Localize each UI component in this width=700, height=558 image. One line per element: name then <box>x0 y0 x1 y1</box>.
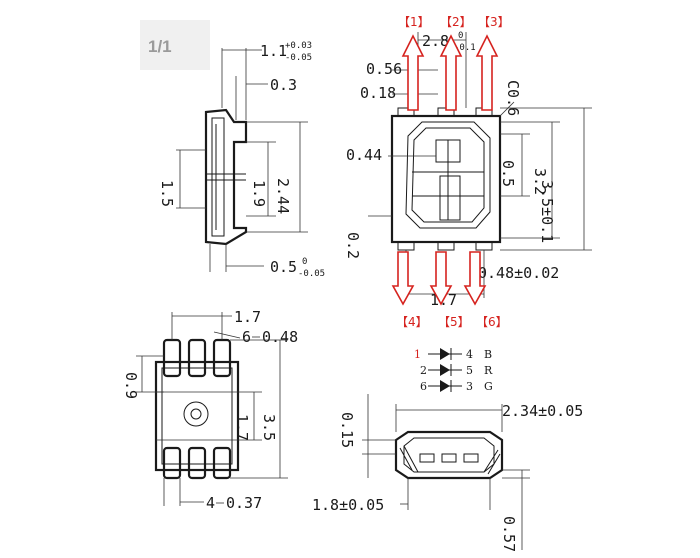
pin-arrow-up <box>475 34 499 111</box>
pin-label-4: 【4】 <box>396 315 428 329</box>
bottom-pad-length: 0.9 <box>122 372 140 399</box>
top-view-lens <box>405 121 491 229</box>
pin-arrow-down <box>463 251 487 306</box>
pin-label-3: 【3】 <box>478 15 510 29</box>
top-center-width: 0.5 <box>499 160 517 187</box>
diode-icon <box>440 348 450 360</box>
pin-arrow-up <box>439 34 463 111</box>
front-view-body <box>394 430 504 480</box>
top-view: 2.8 0 -0.1 0.56 0.18 C0.6 0.44 0.5 3.2 3… <box>344 15 592 329</box>
pin-arrow-up <box>401 34 425 111</box>
bottom-pad-width: 0.37 <box>226 494 262 512</box>
side-base-tol-minus: -0.05 <box>298 269 325 279</box>
side-view-inner <box>211 117 225 237</box>
bottom-spacing-prefix: 6 <box>242 328 251 346</box>
bottom-pad-pitch: 1.7 <box>234 308 261 326</box>
pin-label-2: 【2】 <box>440 15 472 29</box>
top-width-dim: 2.8 <box>422 32 449 50</box>
front-view: 2.34±0.05 0.15 1.8±0.05 0.57 <box>312 394 583 552</box>
top-pin-gap: 0.18 <box>360 84 396 102</box>
schematic-left-pin: 6 <box>420 380 427 393</box>
front-lens-height: 0.15 <box>338 412 356 448</box>
bottom-pad <box>187 338 207 378</box>
diode-icon <box>440 380 450 392</box>
front-total-height: 0.57 <box>500 516 518 552</box>
side-base-dim: 0.5 <box>270 258 297 276</box>
schematic-color: R <box>484 364 493 377</box>
side-view-body <box>204 108 248 246</box>
schematic-color: G <box>484 380 493 393</box>
side-top-dim: 1.1 <box>260 42 287 60</box>
side-top-tol-plus: +0.03 <box>285 41 312 51</box>
bottom-pad <box>162 446 182 480</box>
top-bottom-edge: 0.2 <box>344 232 362 259</box>
front-base-width: 1.8±0.05 <box>312 496 384 514</box>
schematic-row-3: 6 3 G <box>420 380 493 393</box>
schematic-left-pin: 2 <box>420 364 427 377</box>
top-pad-width: 0.48±0.02 <box>478 264 559 282</box>
pin-pad <box>475 241 493 251</box>
bottom-pad <box>212 338 232 378</box>
schematic-right-pin: 3 <box>466 380 473 393</box>
schematic-right-pin: 5 <box>466 364 473 377</box>
pin-pad <box>437 241 455 251</box>
schematic-row-1: 1 4 B <box>414 348 492 361</box>
bottom-total-length: 3.5 <box>260 414 278 441</box>
bottom-view: 1.7 6 0.48 0.9 1.7 3.5 4 0.37 <box>122 308 298 512</box>
schematic-right-pin: 4 <box>466 348 473 361</box>
pin-label-1: 【1】 <box>398 15 430 29</box>
bottom-width-prefix: 4 <box>206 494 215 512</box>
bottom-pad <box>187 446 207 480</box>
side-pad-span: 1.9 <box>250 180 268 207</box>
top-inner-pad: 0.44 <box>346 146 382 164</box>
schematic-left-pin: 1 <box>414 348 421 361</box>
bottom-pad <box>162 338 182 378</box>
bottom-pad <box>212 446 232 480</box>
schematic-color: B <box>484 348 492 361</box>
diode-icon <box>440 364 450 376</box>
top-width-tol-minus: -0.1 <box>454 43 476 53</box>
side-pad-gap: 1.5 <box>158 180 176 207</box>
bottom-pad-inner: 1.7 <box>233 414 251 441</box>
bottom-thermal-pad <box>183 401 209 427</box>
top-width-tol-plus: 0 <box>458 31 463 41</box>
pin-pad <box>397 107 415 117</box>
pin-label-6: 【6】 <box>476 315 508 329</box>
bottom-view-body <box>154 360 240 472</box>
side-notch-dim: 0.3 <box>270 76 297 94</box>
top-pin-width: 0.56 <box>366 60 402 78</box>
pin-arrow-down <box>391 251 415 306</box>
side-total-height: 2.44 <box>274 178 292 214</box>
page-indicator-box <box>140 20 210 70</box>
schematic: 1 4 B 2 5 R 6 3 G <box>414 348 493 393</box>
bottom-pad-spacing: 0.48 <box>262 328 298 346</box>
pin-pad <box>397 241 415 251</box>
schematic-row-2: 2 5 R <box>420 364 493 377</box>
side-base-tol-plus: 0 <box>302 257 307 267</box>
top-inner-height: 3.2 <box>531 168 549 195</box>
front-body-width: 2.34±0.05 <box>502 402 583 420</box>
pin-arrow-down <box>429 251 453 306</box>
side-top-tol-minus: -0.05 <box>285 53 312 63</box>
top-chamfer: C0.6 <box>504 80 522 116</box>
side-view: 1.1 +0.03 -0.05 0.3 1.5 1.9 2.44 0.5 0 -… <box>158 41 325 279</box>
top-outer-height: 3.5±0.1 <box>538 180 556 243</box>
page-indicator: 1/1 <box>148 37 172 56</box>
pin-label-5: 【5】 <box>438 315 470 329</box>
